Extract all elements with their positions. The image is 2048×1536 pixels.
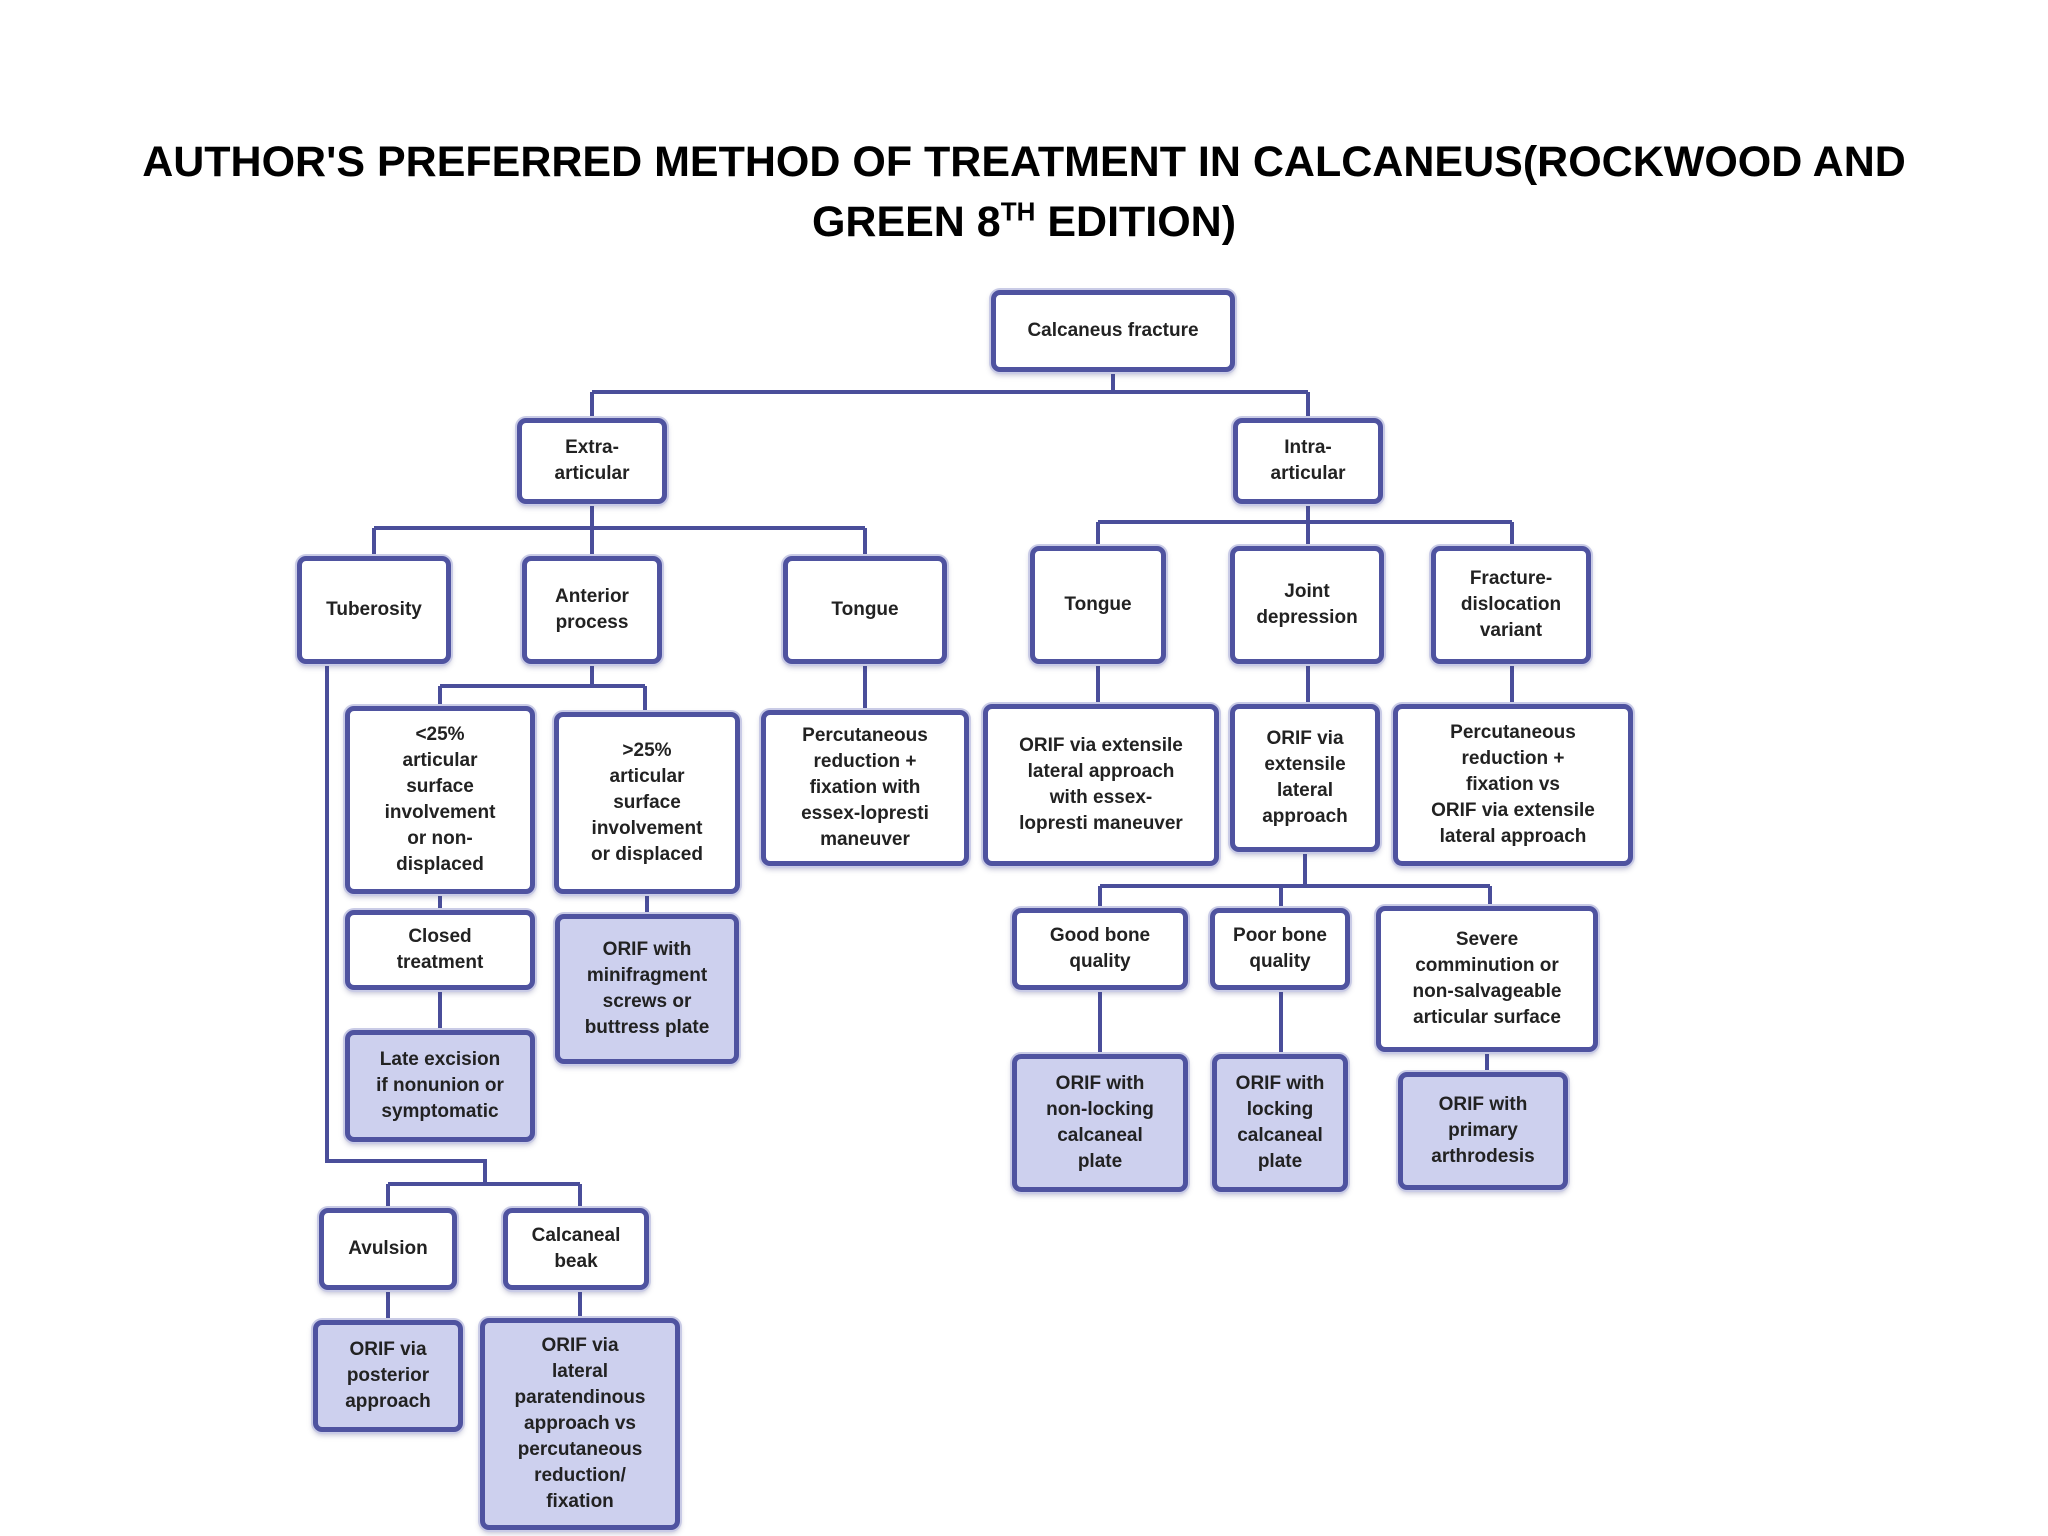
node-closed-treatment: Closed treatment [345,910,535,990]
node-intra-articular: Intra- articular [1233,418,1383,504]
title-line-2: GREEN 8TH EDITION) [100,192,1948,252]
node-joint-depression: Joint depression [1230,546,1384,664]
title-line-1: AUTHOR'S PREFERRED METHOD OF TREATMENT I… [142,138,1906,186]
node-label: <25% articular surface involvement or no… [384,724,496,875]
page-title: AUTHOR'S PREFERRED METHOD OF TREATMENT I… [100,132,1948,252]
node-label: Closed treatment [396,926,484,973]
node-severe-comminution: Severe comminution or non-salvageable ar… [1376,906,1598,1052]
node-percutaneous-vs-orif: Percutaneous reduction + fixation vs ORI… [1393,704,1633,866]
node-label: Calcaneus fracture [1027,320,1199,341]
node-fracture-dislocation: Fracture- dislocation variant [1431,546,1591,664]
node-good-bone-quality: Good bone quality [1012,908,1188,990]
connector-tuberosity [325,664,582,1208]
node-label: Percutaneous reduction + fixation vs ORI… [1431,722,1595,847]
node-label: Severe comminution or non-salvageable ar… [1412,929,1562,1028]
connector-intra [1096,500,1514,546]
node-percutaneous-essex-lopresti: Percutaneous reduction + fixation with e… [761,710,969,866]
node-label: Intra- articular [1270,437,1346,484]
node-calcaneus-fracture: Calcaneus fracture [991,290,1235,372]
title-line-2-pre: GREEN 8 [811,198,1001,246]
node-label: Anterior process [555,586,629,633]
connector-root [590,372,1310,418]
node-label: Extra- articular [554,437,630,484]
node-extra-articular: Extra- articular [517,418,667,504]
node-orif-locking-plate: ORIF with locking calcaneal plate [1212,1054,1348,1192]
connector-extra [372,500,867,556]
node-label: Fracture- dislocation variant [1460,568,1562,641]
node-label: ORIF via extensile lateral approach with… [1019,735,1183,834]
node-label: ORIF with minifragment screws or buttres… [584,939,710,1038]
node-label: Calcaneal beak [531,1225,621,1272]
node-label: >25% articular surface involvement or di… [591,740,703,865]
title-line-2-superscript: TH [1000,196,1036,227]
node-label: ORIF via posterior approach [345,1339,431,1412]
node-greater-than-25-percent: >25% articular surface involvement or di… [554,712,740,894]
node-label: ORIF with primary arthrodesis [1431,1094,1535,1167]
node-avulsion: Avulsion [319,1208,457,1290]
node-label: Late excision if nonunion or symptomatic [376,1049,504,1122]
title-line-2-post: EDITION) [1035,198,1237,246]
node-orif-minifragment: ORIF with minifragment screws or buttres… [555,914,739,1064]
node-tongue-intra: Tongue [1030,546,1166,664]
node-label: Poor bone quality [1233,925,1327,972]
node-calcaneal-beak: Calcaneal beak [503,1208,649,1290]
node-label: ORIF with locking calcaneal plate [1235,1073,1325,1172]
node-tuberosity: Tuberosity [297,556,451,664]
node-label: Percutaneous reduction + fixation with e… [801,725,929,850]
node-orif-extensile-essex-lopresti: ORIF via extensile lateral approach with… [983,704,1219,866]
node-label: Good bone quality [1049,925,1151,972]
node-label: Joint depression [1256,581,1358,628]
node-tongue-extra: Tongue [783,556,947,664]
node-label: Tuberosity [326,599,422,620]
connector-bone-quality [1098,852,1492,908]
node-orif-primary-arthrodesis: ORIF with primary arthrodesis [1398,1072,1568,1190]
node-label: Tongue [1064,594,1132,615]
node-anterior-process: Anterior process [522,556,662,664]
node-label: Avulsion [348,1238,428,1259]
node-label: Tongue [831,599,899,620]
node-orif-non-locking-plate: ORIF with non-locking calcaneal plate [1012,1054,1188,1192]
node-label: ORIF via lateral paratendinous approach … [514,1335,646,1512]
node-less-than-25-percent: <25% articular surface involvement or no… [345,706,535,894]
node-orif-lateral-paratendinous: ORIF via lateral paratendinous approach … [480,1318,680,1530]
node-orif-extensile-lateral: ORIF via extensile lateral approach [1230,704,1380,852]
node-label: ORIF with non-locking calcaneal plate [1046,1073,1154,1172]
node-poor-bone-quality: Poor bone quality [1210,908,1350,990]
node-label: ORIF via extensile lateral approach [1262,728,1348,827]
node-orif-posterior-approach: ORIF via posterior approach [313,1320,463,1432]
node-late-excision: Late excision if nonunion or symptomatic [345,1030,535,1142]
connector-anterior [438,664,647,712]
